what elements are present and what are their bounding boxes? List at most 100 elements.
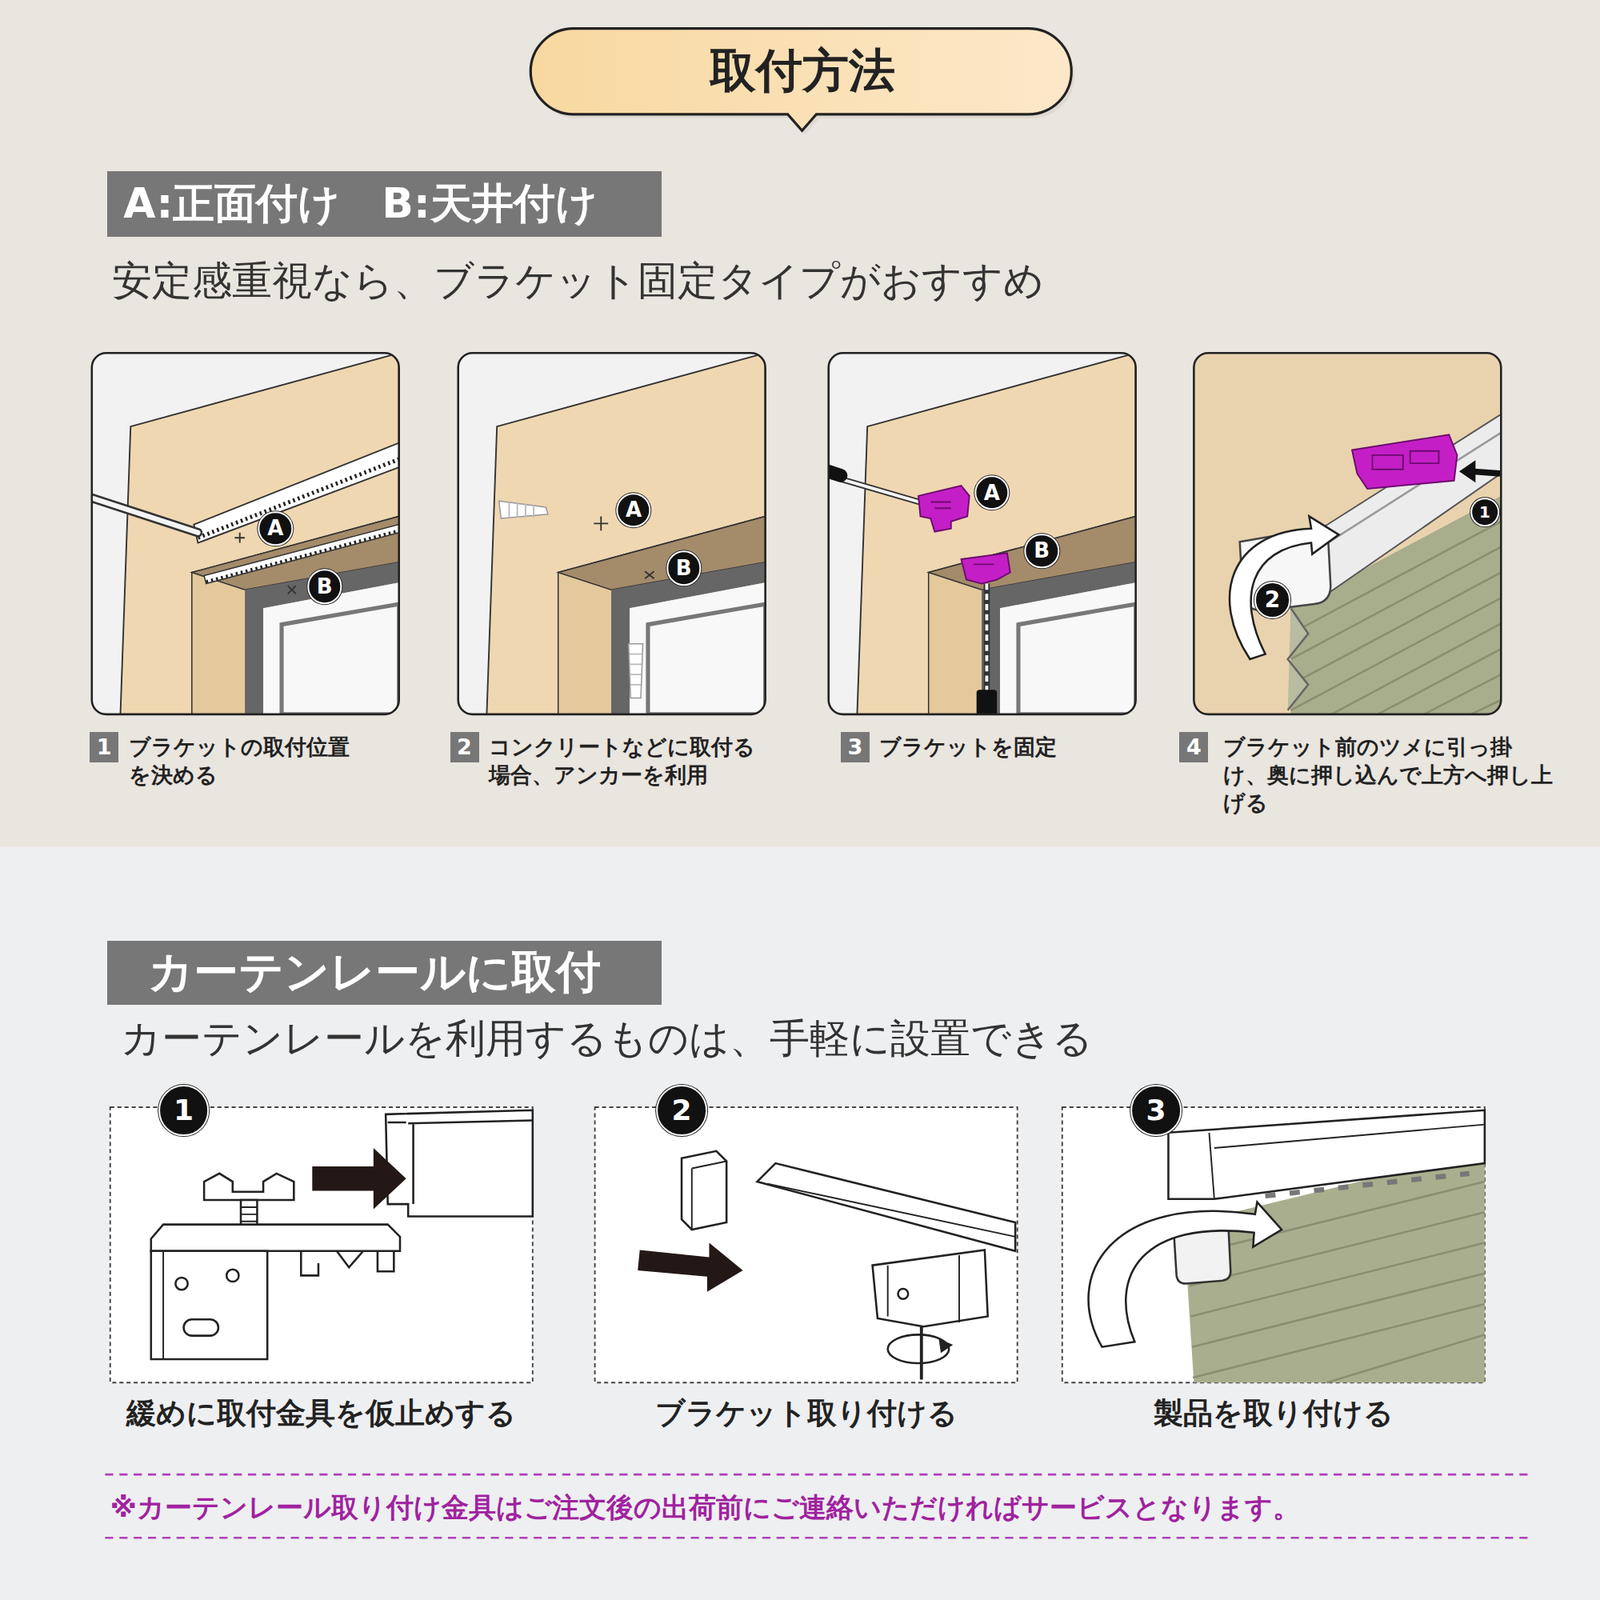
- panel-illustration-part-part: [206, 530, 400, 582]
- note: ※カーテンレール取り付け金具はご注文後の出荷前にご連絡いただければサービスとなり…: [110, 1489, 1300, 1525]
- panel-illustration-part-part: [92, 497, 199, 532]
- panel-illustration-part-part-part: [1362, 648, 1501, 715]
- panel-illustration-part-part: [984, 584, 991, 692]
- rail-step-illustration-part: [385, 1110, 533, 1217]
- section-band: カーテンレールに取付: [107, 940, 662, 1005]
- panel-illustration-part-part: [288, 585, 296, 594]
- rail-step-illustration-part: [872, 1250, 988, 1328]
- step-number: 2: [450, 732, 480, 763]
- title-pill: [530, 28, 1075, 136]
- callout-number: 3: [1130, 1084, 1182, 1136]
- panel-illustration-part: [1193, 352, 1501, 715]
- rail-step-illustration-part: [162, 1251, 164, 1360]
- rail-step-illustration-part: [681, 1151, 727, 1230]
- panel-illustration-part-part: [1459, 460, 1476, 483]
- note-divider-part: [104, 1536, 1534, 1540]
- panel-illustration-part-part: [930, 502, 952, 509]
- subtitle: 安定感重視なら、ブラケット固定タイプがおすすめ: [112, 254, 1044, 307]
- panel-illustration-part-part: [193, 443, 399, 544]
- rail-step-illustration-part: [110, 1107, 533, 1383]
- panel-illustration-part-part: [234, 532, 245, 544]
- callout-number: 1: [1470, 497, 1500, 527]
- background-part: [0, 0, 1600, 848]
- step-number: 3: [840, 732, 870, 763]
- panel-illustration-part-part: [499, 500, 548, 519]
- panel-illustration-part: [828, 352, 1136, 715]
- figure-caption: 緩めに取付金具を仮止めする: [126, 1394, 516, 1433]
- panel-illustration-part-part: [593, 516, 608, 531]
- note-divider-part: [104, 1473, 1534, 1476]
- panel-illustration-part-part: [828, 352, 1136, 715]
- step-caption: ブラケットを固定: [879, 732, 1057, 761]
- subtitle: カーテンレールを利用するものは、手軽に設置できる: [120, 1012, 1093, 1065]
- background-part: [0, 847, 1600, 1600]
- panel-illustration-part-part: [1193, 352, 1501, 715]
- callout-letter: A: [974, 475, 1009, 510]
- rail-step-illustration: [595, 1107, 1018, 1383]
- rail-step-illustration-part: [1062, 1107, 1485, 1383]
- panel-illustration-part-part: [1288, 608, 1309, 711]
- panel-illustration-part-part: [1471, 471, 1500, 474]
- rail-step-illustration-part: [938, 1338, 953, 1353]
- rail-step-illustration-part: [300, 1251, 394, 1276]
- rail-step-illustration-part-part: [1326, 1334, 1485, 1383]
- rail-step-illustration-part: [756, 1163, 1016, 1252]
- panel-illustration-part-part-part: [1291, 597, 1502, 710]
- rail-step-illustration-part: [240, 1207, 257, 1222]
- panel-illustration-part-part: [828, 469, 841, 476]
- panel-illustration-part-part: [976, 689, 998, 715]
- panel-illustration-part-part: [1352, 434, 1457, 489]
- panel-illustration-part-part: [1372, 451, 1440, 470]
- panel-illustration-part-part: [1229, 516, 1339, 660]
- callout-letter: A: [616, 492, 651, 528]
- title-pill-part: [530, 28, 1072, 132]
- rail-step-illustration-part: [692, 1161, 727, 1230]
- panel-illustration-part: [458, 352, 766, 715]
- panel-illustration-part-part: [629, 654, 642, 685]
- panel-illustration-part-part: [961, 552, 1011, 584]
- step-caption: コンクリートなどに取付る場合、アンカーを利用: [488, 732, 756, 789]
- callout-number: 2: [656, 1084, 708, 1136]
- panel-illustration-part-part: [1316, 414, 1501, 596]
- rail-step-illustration-part: [388, 1120, 533, 1205]
- rail-step-illustration: [1062, 1107, 1485, 1383]
- rail-step-illustration-part: [226, 1269, 239, 1282]
- rail-step-illustration-part: [175, 1277, 188, 1290]
- rail-step-illustration: [110, 1107, 533, 1383]
- panel-illustration-part-part: [918, 485, 970, 532]
- panel-illustration-part: [828, 352, 1136, 715]
- panel-illustration-part: [1193, 352, 1501, 715]
- rail-step-illustration-part: [595, 1107, 1018, 1383]
- panel-illustration: [1193, 352, 1501, 723]
- step-number: 1: [89, 732, 119, 763]
- callout-letter: B: [666, 551, 701, 586]
- title: 取付方法: [709, 40, 896, 103]
- rail-step-illustration-part-part: [1192, 1273, 1485, 1348]
- rail-step-illustration-part: [888, 1334, 950, 1364]
- step-caption: ブラケット前のツメに引っ掛け、奥に押し込んで上方へ押し上げる: [1223, 732, 1555, 817]
- panel-illustration: [92, 352, 400, 715]
- callout-number: 1: [158, 1084, 210, 1136]
- figure-caption: 製品を取り付ける: [1153, 1394, 1394, 1433]
- panel-illustration-part-part: [458, 352, 766, 715]
- rail-step-illustration-part-part: [1192, 1304, 1485, 1378]
- figure-caption: ブラケット取り付ける: [655, 1394, 958, 1433]
- panel-illustration-part-part: [628, 644, 644, 699]
- rail-step-illustration-part: [312, 1148, 406, 1210]
- callout-number: 2: [1254, 581, 1292, 619]
- panel-illustration-part-part: [92, 352, 400, 715]
- rail-step-illustration-part: [184, 1319, 219, 1336]
- rail-step-illustration-part: [151, 1224, 400, 1252]
- panel-illustration-part-part: [204, 524, 400, 584]
- panel-illustration: [822, 352, 1136, 716]
- panel-illustration-part-part: [644, 571, 654, 579]
- callout-letter: A: [258, 511, 293, 546]
- panel-illustration: [458, 352, 766, 715]
- step-number: 4: [1179, 732, 1208, 763]
- rail-step-illustration-part: [1088, 1202, 1282, 1348]
- panel-illustration-part-part: [92, 497, 199, 532]
- panel-illustration-part: [458, 352, 766, 715]
